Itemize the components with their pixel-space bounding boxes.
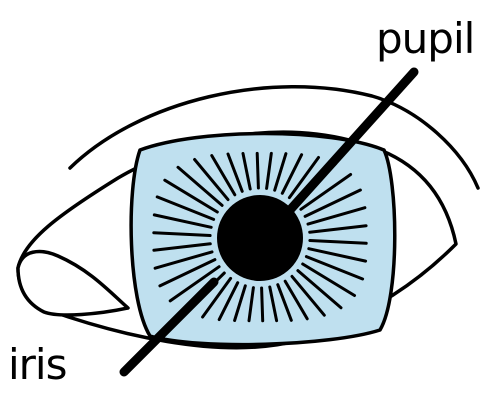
iris-ray	[257, 153, 258, 188]
pupil-label: pupil	[376, 18, 474, 60]
iris-label: iris	[8, 344, 67, 386]
iris-ray	[262, 288, 263, 321]
